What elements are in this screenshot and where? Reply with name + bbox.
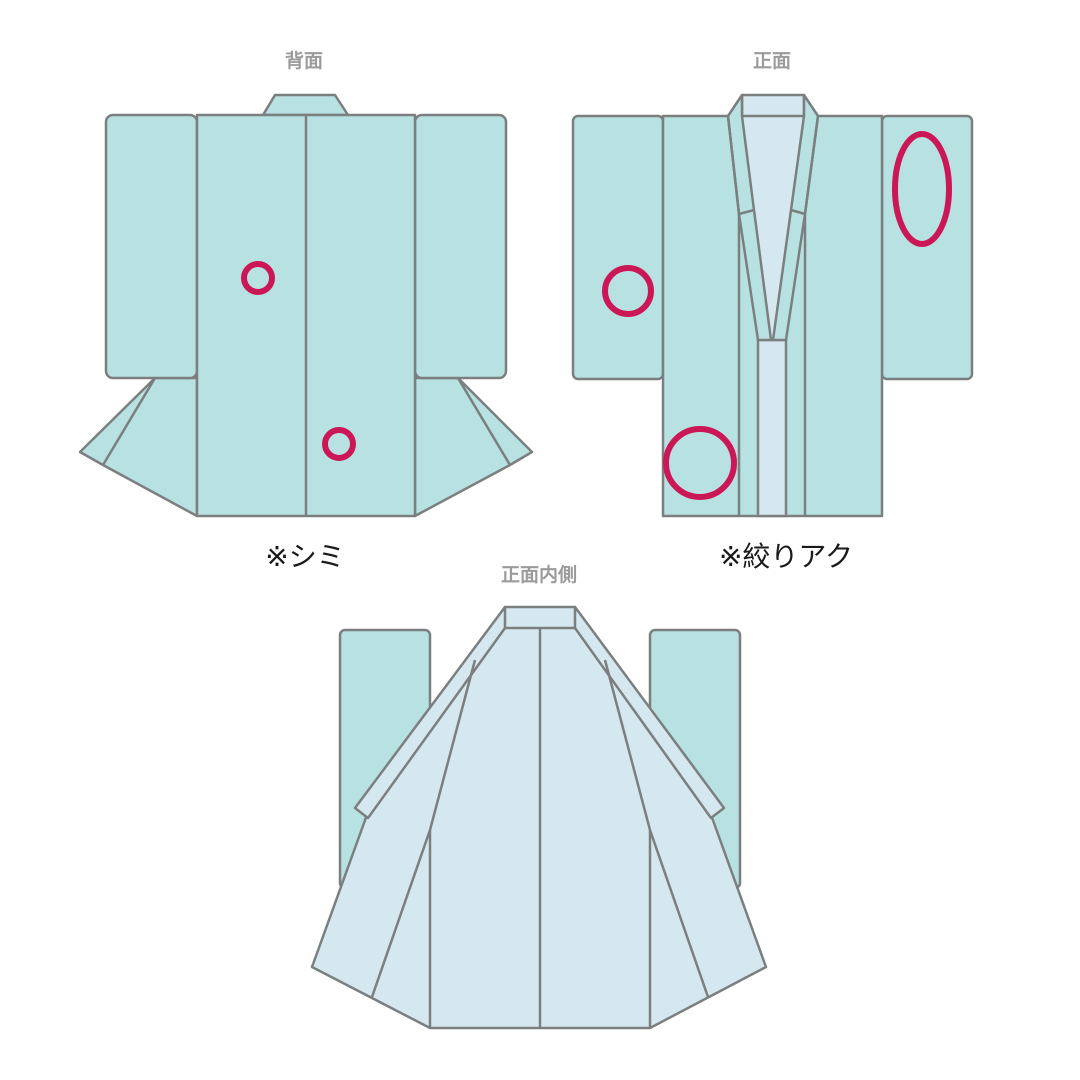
back-left-gusset (78, 376, 199, 518)
defect-markers (241, 131, 952, 500)
inside-right-collar (573, 605, 726, 820)
front-right-panel-seam (803, 115, 820, 516)
inside-view-label: 正面内側 (500, 564, 578, 586)
stain-marker-2 (322, 427, 356, 461)
crest-note: ※絞りアク (718, 540, 854, 573)
inside-right-gusset-seam (648, 829, 710, 998)
back-right-sleeve (413, 113, 508, 380)
crest-marker-left-sleeve (602, 265, 654, 317)
back-right-gusset (413, 376, 534, 518)
crest-marker-right-sleeve (892, 131, 952, 247)
inside-left-collar (353, 605, 507, 820)
front-view (571, 93, 974, 518)
back-view (78, 93, 534, 518)
inside-view (310, 605, 768, 1030)
front-right-sleeve (880, 114, 974, 381)
front-right-collar-seam (790, 208, 806, 216)
front-left-panel-seam (726, 115, 741, 516)
back-collar (261, 93, 350, 117)
stain-note: ※シミ (265, 540, 345, 573)
crest-marker-hem (663, 426, 737, 500)
stain-marker-1 (241, 261, 275, 295)
inside-left-gusset-seam (370, 829, 432, 998)
front-left-collar-seam (738, 208, 755, 216)
back-view-label: 背面 (284, 50, 324, 72)
back-left-gusset-seam (101, 377, 157, 466)
back-right-gusset-seam (456, 377, 512, 466)
back-left-sleeve (104, 113, 199, 380)
front-view-label: 正面 (752, 50, 792, 72)
front-left-sleeve (571, 114, 665, 381)
